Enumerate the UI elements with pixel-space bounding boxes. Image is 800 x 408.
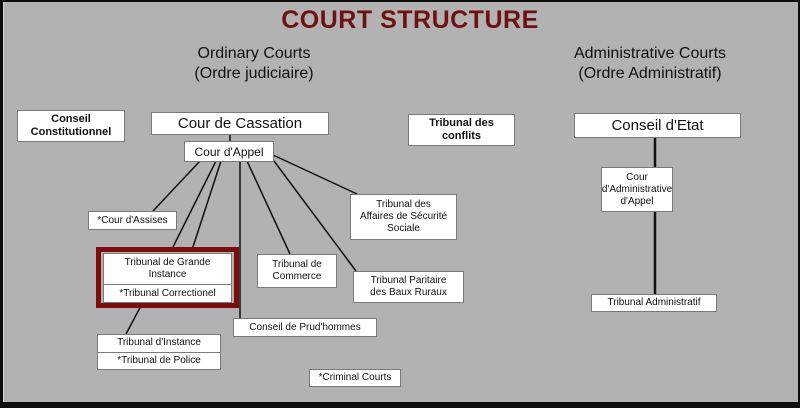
administrative-courts-heading: Administrative Courts (Ordre Administrat… (540, 44, 760, 84)
node-label: Sociale (387, 223, 420, 234)
administrative-heading-text: Administrative Courts (573, 45, 727, 62)
node-label: Commerce (272, 271, 322, 282)
legend-criminal-courts: *Criminal Courts (309, 369, 401, 387)
node-label: Instance (148, 269, 187, 281)
node-cour-de-cassation: Cour de Cassation (151, 112, 329, 135)
node-label: Tribunal de Grande (124, 257, 211, 269)
node-label: Affaires de Sécurité (359, 211, 448, 222)
node-cour-administrative-appel: Cour d'Administrative d'Appel (601, 167, 673, 212)
node-label: Tribunal des (376, 199, 431, 210)
node-tribunal-de-commerce: Tribunal de Commerce (257, 254, 337, 288)
node-conseil-d-etat: Conseil d'Etat (574, 113, 741, 138)
node-cour-d-appel: Cour d'Appel (184, 141, 274, 162)
instance-bottom: *Tribunal de Police (117, 354, 201, 366)
node-label: des Baux Ruraux (370, 287, 447, 298)
connector-appel-paritaire (273, 160, 357, 272)
connector-appel-tgi-1 (169, 160, 217, 254)
node-label: Tribunal des (429, 117, 494, 129)
connector-appel-tgi-2 (190, 160, 222, 254)
node-tribunal-grande-instance: Tribunal de Grande Instance *Tribunal Co… (103, 253, 232, 303)
node-tribunal-administratif: Tribunal Administratif (591, 294, 717, 312)
ordinary-subheading-text: (Ordre judiciaire) (194, 65, 314, 82)
ordinary-courts-heading: Ordinary Courts (Ordre judiciaire) (154, 44, 354, 84)
node-tribunal-paritaire: Tribunal Paritaire des Baux Ruraux (353, 271, 464, 303)
tgi-bottom: *Tribunal Correctionel (119, 287, 216, 299)
node-tribunal-des-conflits: Tribunal des conflits (408, 114, 515, 146)
node-cour-d-assises: *Cour d'Assises (88, 211, 177, 230)
connector-appel-assises (152, 160, 201, 212)
administrative-subheading-text: (Ordre Administratif) (578, 65, 722, 82)
node-label: Constitutionnel (30, 126, 112, 138)
node-label: Conseil (51, 113, 91, 125)
page-title: COURT STRUCTURE (281, 6, 539, 34)
ordinary-heading-text: Ordinary Courts (197, 45, 311, 62)
tgi-top: Tribunal de Grande Instance (104, 254, 231, 286)
node-tribunal-d-instance: Tribunal d'Instance *Tribunal de Police (97, 334, 221, 370)
node-label: conflits (441, 130, 482, 142)
node-conseil-de-prudhommes: Conseil de Prud'hommes (233, 318, 377, 337)
node-label: d'Appel (620, 195, 654, 207)
node-label: Tribunal Paritaire (370, 275, 447, 286)
node-conseil-constitutionnel: Conseil Constitutionnel (17, 110, 125, 142)
node-label: d'Administrative (601, 183, 673, 195)
node-label: Tribunal de (272, 259, 322, 270)
node-tribunal-affaires-securite-sociale: Tribunal des Affaires de Sécurité Social… (350, 194, 457, 240)
connector-appel-commerce (246, 160, 291, 255)
node-label: Cour (626, 171, 648, 183)
instance-top: Tribunal d'Instance (98, 335, 220, 353)
connector-appel-tass (272, 154, 358, 195)
